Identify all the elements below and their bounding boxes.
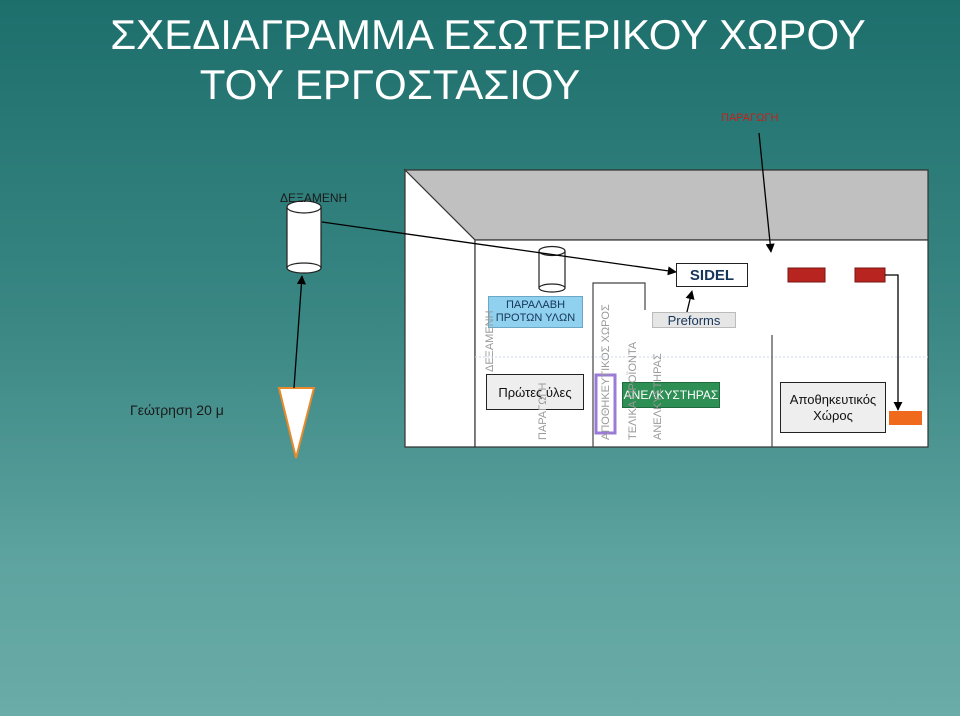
- sidel-box: SIDEL: [676, 263, 748, 287]
- vertical-label-final-products: ΤΕΛΙΚΑ ΠΡΟΪΟΝΤΑ: [627, 341, 639, 440]
- conveyor-block-2: [854, 267, 886, 283]
- partition-production: [592, 282, 646, 447]
- title-line-1: ΣΧΕΔΙΑΓΡΑΜΜΑ ΕΣΩΤΕΡΙΚΟΥ ΧΩΡΟΥ: [110, 11, 866, 58]
- arrow-borehole-to-tank: [293, 275, 306, 389]
- borehole-triangle: [277, 387, 316, 459]
- elevator-box: ΑΝΕΛΚΥΣΤΗΡΑΣ: [622, 382, 720, 408]
- receiving-box: ΠΑΡΑΛΑΒΗ ΠΡΟΤΩΝ ΥΛΩΝ: [488, 296, 583, 328]
- vertical-label-storage: ΑΠΟΘΗΚΕΥΤΙΚΟΣ ΧΩΡΟΣ: [600, 304, 612, 440]
- tank-cylinder: [286, 200, 322, 274]
- arrow-preforms-to-sidel: [685, 290, 695, 317]
- raw-materials-box: Πρώτες ύλες: [486, 374, 584, 410]
- production-label: ΠΑΡΑΓΩΓΗ: [721, 112, 779, 124]
- interior-tank-cylinder: [538, 245, 566, 293]
- vertical-label-production: ΠΑΡΑΓΩΓΗ: [537, 382, 549, 440]
- borehole-label: Γεώτρηση 20 μ: [130, 402, 224, 418]
- vertical-label-elevator: ΑΝΕΛΚΥΣΤΗΡΑΣ: [652, 353, 664, 440]
- building-roof: [403, 169, 929, 241]
- arrow-tank-to-sidel: [321, 221, 677, 276]
- output-block: [889, 411, 922, 425]
- title-line-2: ΤΟΥ ΕΡΓΟΣΤΑΣΙΟΥ: [199, 61, 581, 108]
- arrow-production-to-line: [758, 132, 775, 253]
- vertical-label-tank: ΔΕΞΑΜΕΝΗ: [484, 310, 496, 372]
- conveyor-block-1: [787, 267, 826, 283]
- preforms-box: Preforms: [652, 312, 736, 328]
- tank-label: ΔΕΞΑΜΕΝΗ: [280, 191, 348, 205]
- storage-box: Αποθηκευτικός Χώρος: [780, 382, 886, 433]
- arrow-to-storage: [885, 274, 903, 411]
- elevator-shaft: [594, 373, 617, 435]
